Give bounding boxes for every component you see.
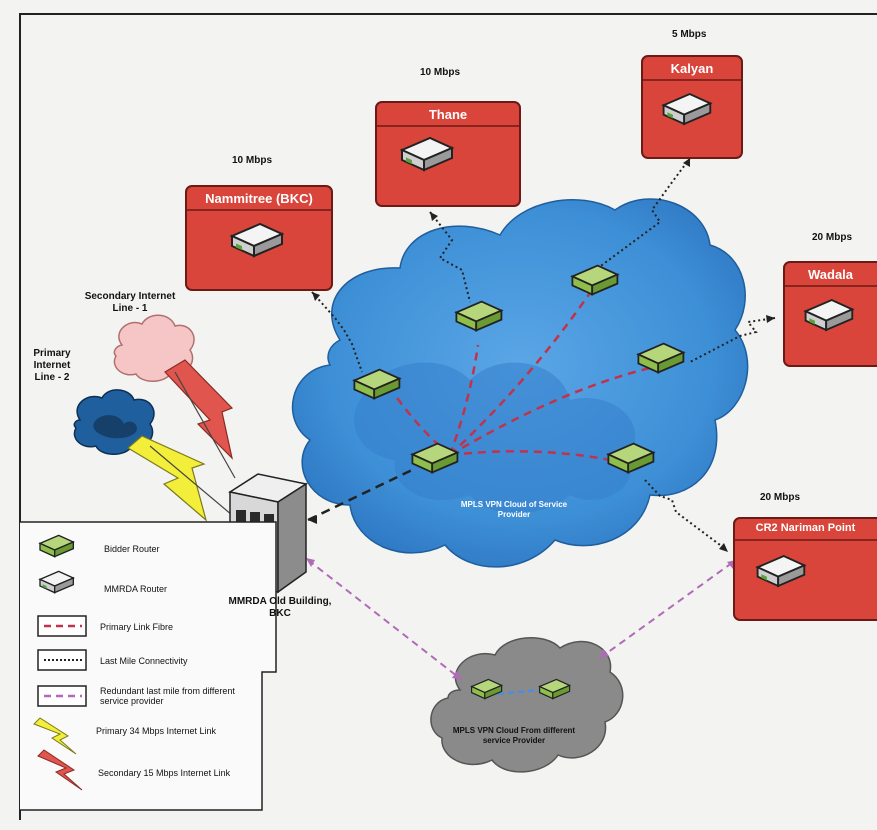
last-mile-connectivity (311, 157, 776, 549)
hq-label: MMRDA Old Building, BKC (228, 596, 332, 619)
site-speed-nariman-point: 20 Mbps (760, 492, 801, 503)
secondary-cloud-label: MPLS VPN Cloud From different service Pr… (452, 726, 576, 745)
primary-internet-line-label: Primary Internet Line - 2 (33, 348, 71, 383)
redundant-last-mile-icon (37, 685, 87, 707)
site-title-kalyan: Kalyan (670, 61, 714, 76)
primary-line-wire (149, 445, 233, 516)
legend-label: MMRDA Router (104, 584, 168, 594)
legend-label: Primary 34 Mbps Internet Link (96, 726, 217, 736)
secondary-mpls-cloud (430, 637, 624, 773)
legend-label: Bidder Router (104, 544, 160, 554)
primary-internet-lightning (126, 435, 208, 522)
last-mile-connectivity-icon (37, 649, 87, 671)
site-box-nariman-point (733, 517, 877, 621)
main-cloud-label: MPLS VPN Cloud of Service Provider (460, 500, 568, 519)
site-title-nammitree: Nammitree (BKC) (205, 191, 313, 206)
site-title-nariman-point: CR2 Nariman Point (755, 522, 856, 534)
legend-label: Secondary 15 Mbps Internet Link (98, 768, 231, 778)
site-speed-kalyan: 5 Mbps (672, 29, 707, 40)
link-arrowheads (308, 158, 775, 552)
secondary-line-wire (174, 371, 236, 479)
primary-link-fibre-icon (37, 615, 87, 637)
site-speed-nammitree: 10 Mbps (232, 155, 273, 166)
primary-internet-link-icon (33, 717, 77, 755)
legend-label: Primary Link Fibre (100, 622, 174, 632)
secondary-internet-lightning (164, 359, 234, 460)
legend-box (20, 521, 277, 811)
legend-label: Redundant last mile from different servi… (100, 686, 235, 706)
site-speed-thane: 10 Mbps (420, 67, 461, 78)
grey-cloud-link (497, 688, 541, 696)
site-title-wadala: Wadala (807, 267, 854, 282)
site-title-thane: Thane (428, 107, 468, 122)
site-speed-wadala: 20 Mbps (812, 232, 853, 243)
redundant-last-mile (307, 559, 737, 681)
legend-label: Last Mile Connectivity (100, 656, 188, 666)
hq-uplink (307, 468, 413, 522)
secondary-internet-link-icon (37, 749, 83, 791)
secondary-internet-line-label: Secondary Internet Line - 1 (84, 291, 176, 314)
